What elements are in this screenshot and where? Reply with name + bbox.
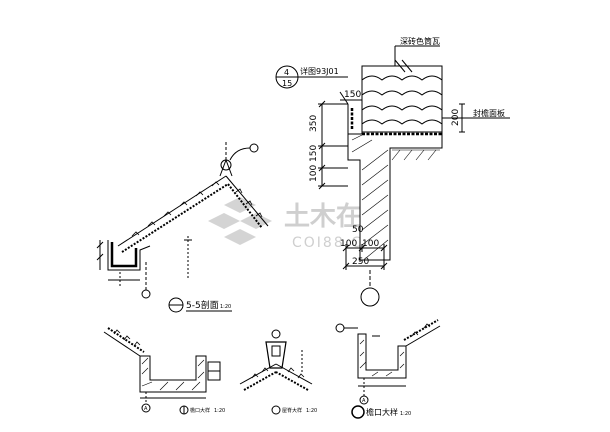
eave-slab bbox=[347, 104, 443, 261]
bubble-bottom-5-5 bbox=[141, 289, 151, 299]
detail-callout: 4 15 详图93J01 bbox=[275, 65, 348, 89]
small-detail-2-scale: 1:20 bbox=[306, 408, 317, 414]
callout-bottom-number: 15 bbox=[282, 79, 292, 88]
small-detail-2: 屋脊大样 1:20 bbox=[239, 329, 317, 415]
dim-200: 200 bbox=[451, 109, 461, 126]
axis-bubble-main bbox=[360, 287, 380, 307]
dim-100-left: 100 bbox=[309, 165, 319, 182]
dim-100-b: 100 bbox=[362, 239, 379, 249]
bubble-top-5-5 bbox=[249, 143, 259, 153]
section-5-5-scale: 1:20 bbox=[220, 304, 231, 310]
note-fascia-board: 封檐面板 bbox=[473, 108, 505, 118]
dim-150-mid: 150 bbox=[309, 145, 319, 162]
axis-label-a-1: A bbox=[144, 406, 148, 412]
small-detail-1-title: 檐口大样 bbox=[190, 407, 210, 414]
small-detail-1-scale: 1:20 bbox=[214, 408, 225, 414]
dim-150-top: 150 bbox=[344, 90, 361, 100]
dim-100-a: 100 bbox=[340, 239, 357, 249]
dim-350: 350 bbox=[309, 115, 319, 132]
dim-250: 250 bbox=[352, 257, 369, 267]
callout-reference-note: 详图93J01 bbox=[300, 66, 339, 76]
small-detail-3-bubble bbox=[351, 405, 365, 419]
axis-bubble-a-3 bbox=[359, 395, 369, 405]
small-detail-1: A 檐口大样 1:20 bbox=[103, 327, 225, 415]
section-5-5-title: 5-5剖面 bbox=[186, 299, 219, 311]
dim-50: 50 bbox=[352, 225, 364, 235]
axis-bubble-a-1 bbox=[141, 403, 151, 413]
small-detail-3-title: 檐口大样 bbox=[366, 407, 398, 417]
small-detail-3-scale: 1:20 bbox=[400, 411, 411, 417]
axis-label-a-3: A bbox=[362, 398, 366, 404]
callout-top-number: 4 bbox=[284, 68, 289, 77]
vertical-dimension-chain: 350 150 100 bbox=[309, 100, 348, 190]
small-detail-2-title: 屋脊大样 bbox=[282, 407, 302, 414]
main-eave-detail: 4 15 详图93J01 深砖色筒瓦 bbox=[275, 36, 510, 307]
roof-tiles bbox=[361, 59, 443, 133]
watermark-logo-icon bbox=[208, 197, 272, 245]
small-detail-3: A 檐口大样 1:20 bbox=[335, 319, 441, 419]
note-roof-tile: 深砖色筒瓦 bbox=[400, 36, 440, 46]
section-5-5: 5-5剖面 1:20 bbox=[96, 140, 269, 313]
horizontal-dimension-chain: 50 100 100 250 bbox=[340, 225, 388, 270]
